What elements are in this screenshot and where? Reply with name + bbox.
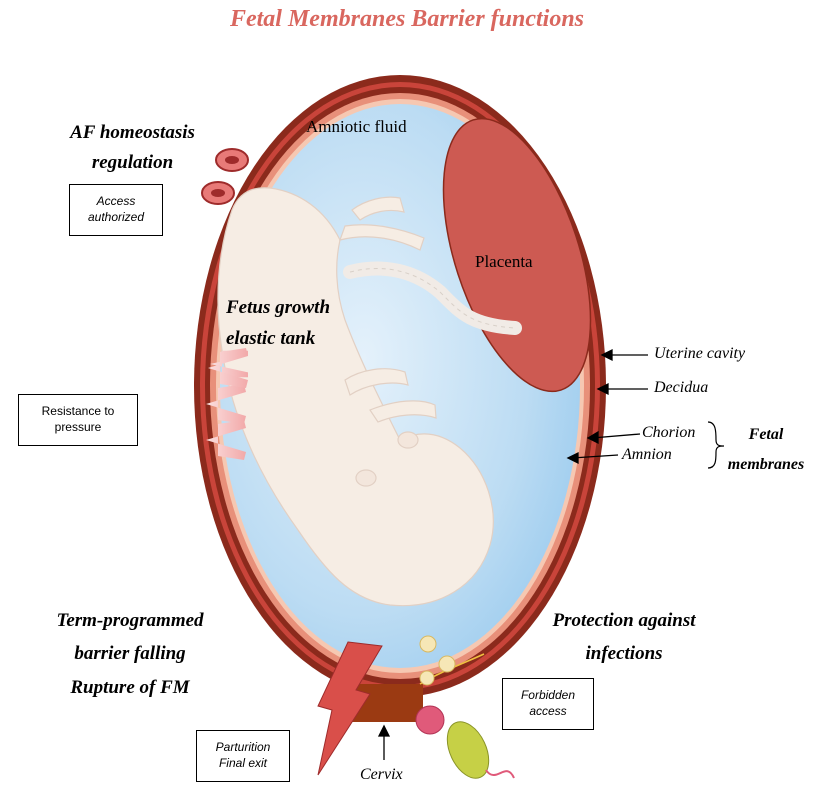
forbidden-access-line1: Forbidden — [521, 688, 575, 704]
access-authorized-line1: Access — [88, 194, 144, 210]
fetal-membranes-label: Fetal membranes — [726, 420, 806, 481]
fetus-growth-label: Fetus growth elastic tank — [226, 292, 330, 355]
term-programmed-line2: barrier falling — [20, 637, 240, 670]
membranes-brace — [708, 422, 724, 468]
fetal-membranes-line1: Fetal — [726, 420, 806, 450]
access-authorized-box: Access authorized — [69, 184, 163, 236]
fetus-growth-line1: Fetus growth — [226, 292, 330, 323]
resistance-line1: Resistance to — [42, 404, 115, 420]
resistance-box: Resistance to pressure — [18, 394, 138, 446]
uterine-cavity-label: Uterine cavity — [654, 345, 745, 363]
af-homeostasis-line1: AF homeostasis — [60, 118, 205, 148]
parturition-box: Parturition Final exit — [196, 730, 290, 782]
forbidden-access-box: Forbidden access — [502, 678, 594, 730]
page-title: Fetal Membranes Barrier functions — [0, 6, 814, 33]
term-programmed-label: Term-programmed barrier falling Rupture … — [20, 604, 240, 704]
amniotic-fluid-label: Amniotic fluid — [306, 117, 407, 137]
af-homeostasis-label: AF homeostasis regulation — [60, 118, 205, 179]
fetal-membranes-line2: membranes — [726, 450, 806, 480]
protection-line2: infections — [534, 637, 714, 670]
amnion-label: Amnion — [622, 446, 672, 464]
cervix-label: Cervix — [360, 766, 403, 784]
resistance-line2: pressure — [42, 420, 115, 436]
chorion-label: Chorion — [642, 424, 695, 442]
parturition-line2: Final exit — [216, 756, 271, 772]
forbidden-access-line2: access — [521, 704, 575, 720]
protection-line1: Protection against — [534, 604, 714, 637]
protection-label: Protection against infections — [534, 604, 714, 671]
parturition-line1: Parturition — [216, 740, 271, 756]
decidua-label: Decidua — [654, 379, 708, 397]
fetus-growth-line2: elastic tank — [226, 323, 330, 354]
af-homeostasis-line2: regulation — [60, 148, 205, 178]
access-authorized-line2: authorized — [88, 210, 144, 226]
placenta-label: Placenta — [475, 252, 533, 272]
term-programmed-line1: Term-programmed — [20, 604, 240, 637]
term-programmed-line3: Rupture of FM — [20, 671, 240, 704]
